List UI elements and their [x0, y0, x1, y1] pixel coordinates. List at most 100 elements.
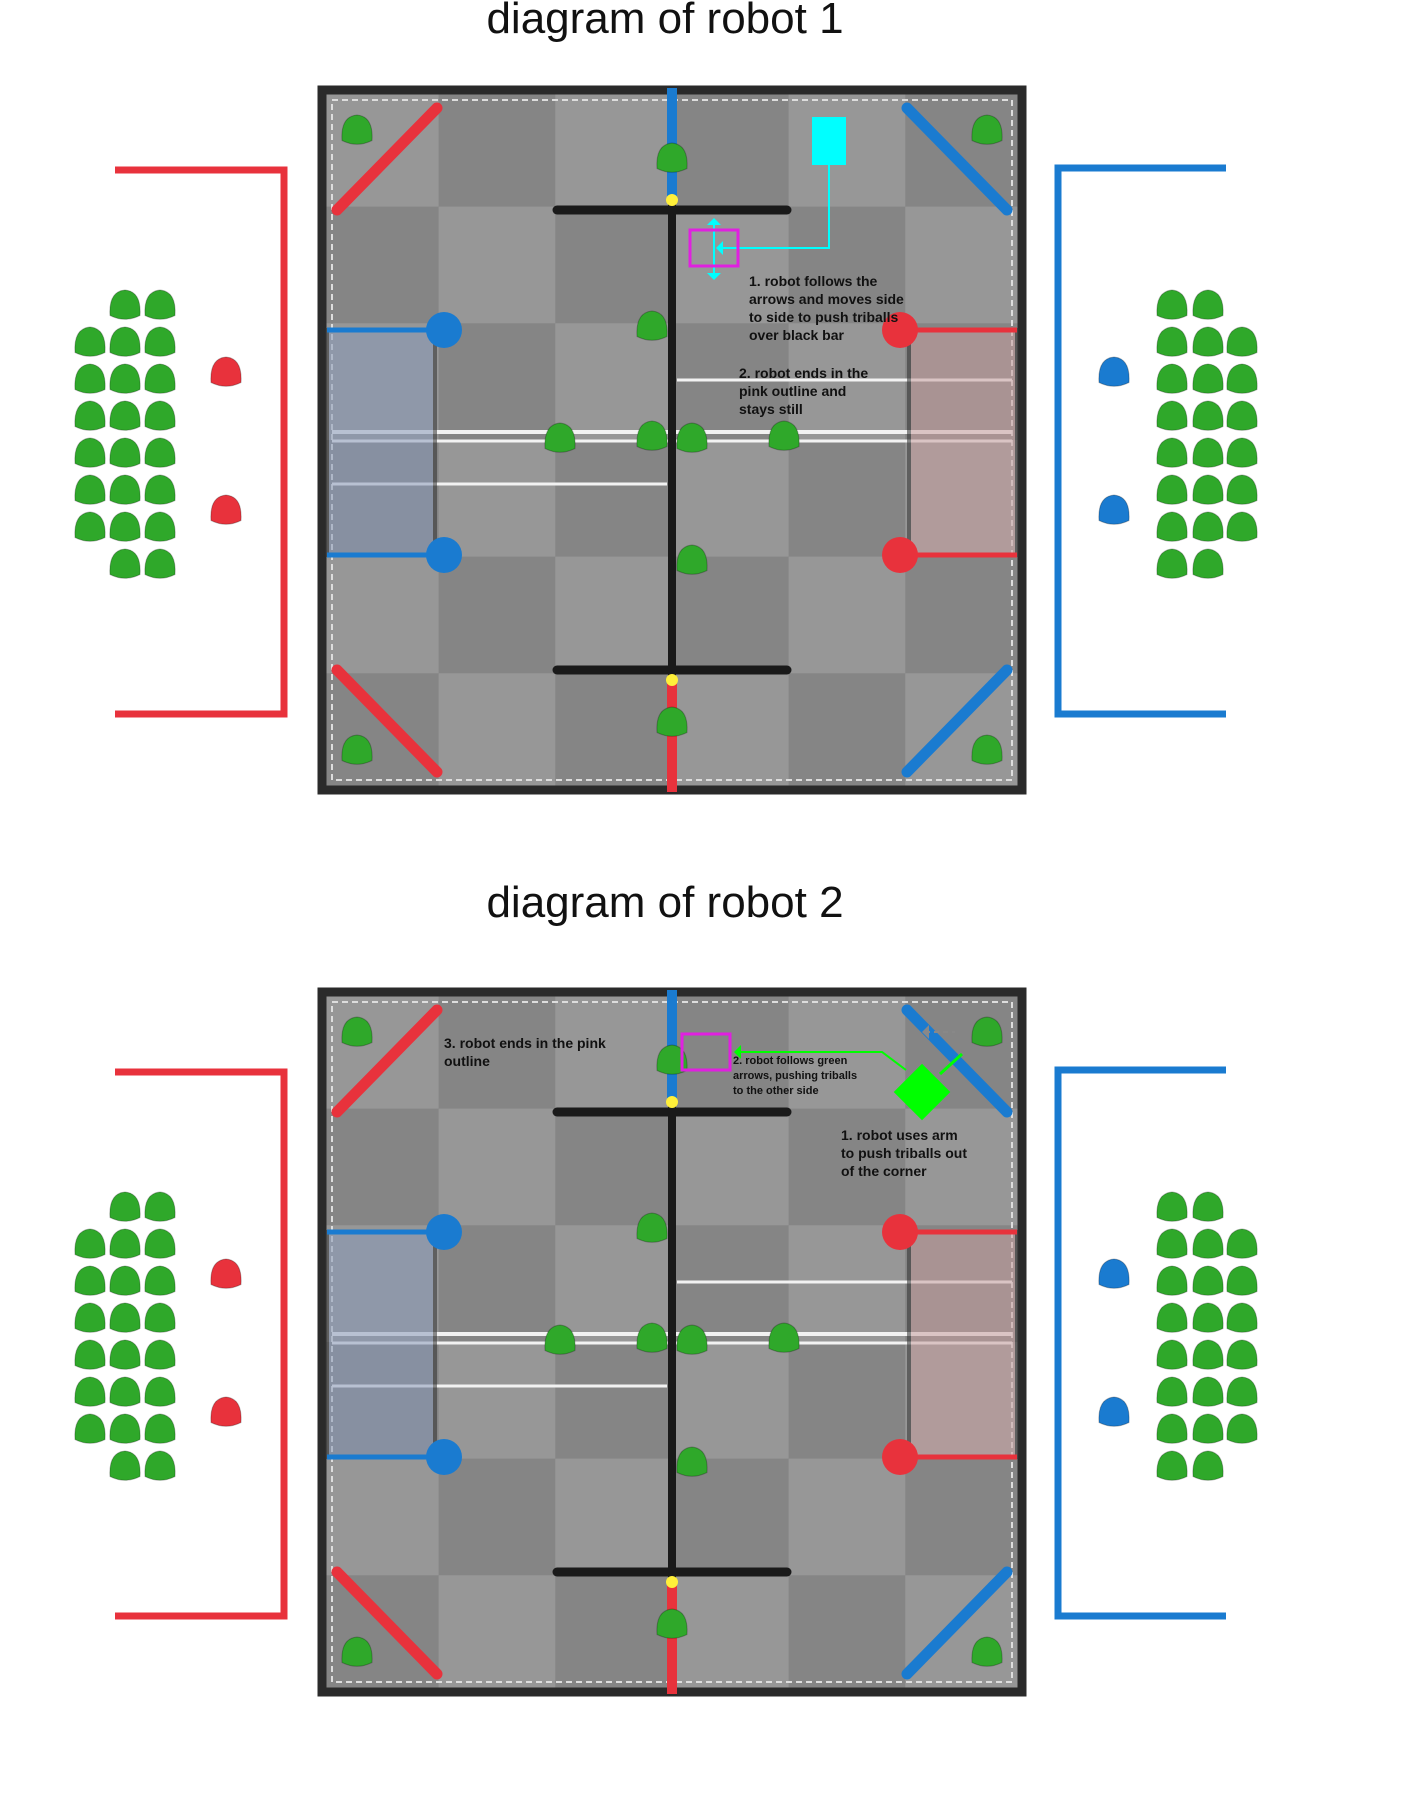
field-tile [905, 556, 1022, 674]
field-tile [672, 1458, 789, 1576]
end-zone-outline [688, 228, 740, 268]
triball-icon [109, 1450, 141, 1481]
triball-icon [676, 1324, 708, 1355]
triball-icon [636, 420, 668, 451]
field-tile [438, 90, 556, 207]
field-tile [555, 1225, 672, 1342]
triball-icon [1156, 437, 1188, 468]
field-tile [672, 1108, 789, 1226]
field-tile [438, 1108, 556, 1226]
end-zone-outline [680, 1032, 732, 1072]
triball-icon [768, 420, 800, 451]
triball-icon [109, 1413, 141, 1444]
corner-bar-blue [901, 102, 1013, 216]
triball-icon [1192, 1450, 1224, 1481]
diagram-1-panel: 1. robot follows the arrows and moves si… [0, 60, 1415, 902]
triball-icon [1192, 400, 1224, 431]
triball-icon [109, 289, 141, 320]
triball-icon [1226, 1302, 1258, 1333]
field-tile [438, 206, 556, 324]
triball-icon [1192, 511, 1224, 542]
corner-bar-blue [901, 1004, 1013, 1118]
triball-icon [1156, 1228, 1188, 1259]
triball-icon [1192, 437, 1224, 468]
robot-2-step-2-note: 2. robot follows green arrows, pushing t… [733, 1055, 858, 1097]
triball-icon [676, 1446, 708, 1477]
field-tile [438, 323, 556, 440]
corner-bar-blue [901, 664, 1013, 778]
field-tile [322, 1458, 439, 1576]
blue-goal-post [426, 312, 462, 348]
elevation-cap [666, 1096, 678, 1108]
triball-icon [109, 1339, 141, 1370]
triball-icon [144, 1265, 176, 1296]
field-2-svg [74, 987, 1258, 1697]
triball-icon [1226, 363, 1258, 394]
arrow-head-icon [734, 1045, 741, 1059]
field-tile [438, 1225, 556, 1342]
field-tile [905, 1575, 1022, 1692]
field-tile [788, 1458, 906, 1576]
blue-goal-post [426, 537, 462, 573]
arrow-head-icon [707, 273, 721, 280]
field-tile [672, 1342, 789, 1459]
triball-icon [144, 1339, 176, 1370]
triball-icon [109, 326, 141, 357]
triball-icon [656, 706, 688, 737]
field-tile [438, 992, 556, 1109]
blue-goal-post [426, 1439, 462, 1475]
triball-icon [1192, 289, 1224, 320]
triball-icon [144, 289, 176, 320]
triball-icon [544, 1324, 576, 1355]
corner-bar-blue [901, 1566, 1013, 1680]
triball-icon [74, 474, 106, 505]
triball-icon [144, 1302, 176, 1333]
field-tile [788, 440, 906, 557]
triball-icon [74, 1339, 106, 1370]
robot-1-step-1-note: 1. robot follows the arrows and moves si… [749, 273, 904, 343]
robot-2-step-1-note: 1. robot uses arm to push triballs out o… [841, 1127, 967, 1179]
triball-icon [1192, 1339, 1224, 1370]
diagram-2-panel: 3. robot ends in the pink outline 2. rob… [0, 962, 1415, 1804]
triball-icon [676, 544, 708, 575]
triball-icon [1192, 326, 1224, 357]
field-tile [322, 673, 439, 790]
triball-icon [1226, 1265, 1258, 1296]
triball-icon [144, 474, 176, 505]
triball-icon [1156, 1339, 1188, 1370]
triball-icon [656, 1044, 688, 1075]
field-tile [322, 1108, 439, 1226]
field-tile [322, 90, 439, 207]
triball-icon [1156, 1413, 1188, 1444]
red-goal-post [882, 312, 918, 348]
field-tile [788, 556, 906, 674]
red-alliance-bracket [115, 166, 288, 718]
red-goal-post [882, 1439, 918, 1475]
field-tile [672, 440, 789, 557]
triball-icon [144, 1450, 176, 1481]
triball-icon [74, 511, 106, 542]
triball-icon [1226, 326, 1258, 357]
triball-icon [144, 1228, 176, 1259]
triball-icon [1156, 289, 1188, 320]
robot-marker-icon [812, 117, 846, 165]
triball-icon [144, 326, 176, 357]
triball-icon [1192, 1191, 1224, 1222]
arrow-head-icon [922, 1025, 929, 1039]
field-tile [905, 206, 1022, 324]
triball-icon [74, 1228, 106, 1259]
field-tile [788, 673, 906, 790]
triball-icon [1226, 1376, 1258, 1407]
field-tile [788, 992, 906, 1109]
blue-goal-net [325, 328, 437, 557]
corner-bar-red [331, 1004, 443, 1118]
triball-icon [1156, 1265, 1188, 1296]
arrow-head-icon [707, 218, 721, 225]
field-tile [555, 673, 672, 790]
red-goal-post [882, 537, 918, 573]
triball-icon [971, 1016, 1003, 1047]
triball-icon [1156, 1191, 1188, 1222]
blue-goal-net [325, 1230, 437, 1459]
triball-icon [676, 422, 708, 453]
triball-icon [1192, 1413, 1224, 1444]
